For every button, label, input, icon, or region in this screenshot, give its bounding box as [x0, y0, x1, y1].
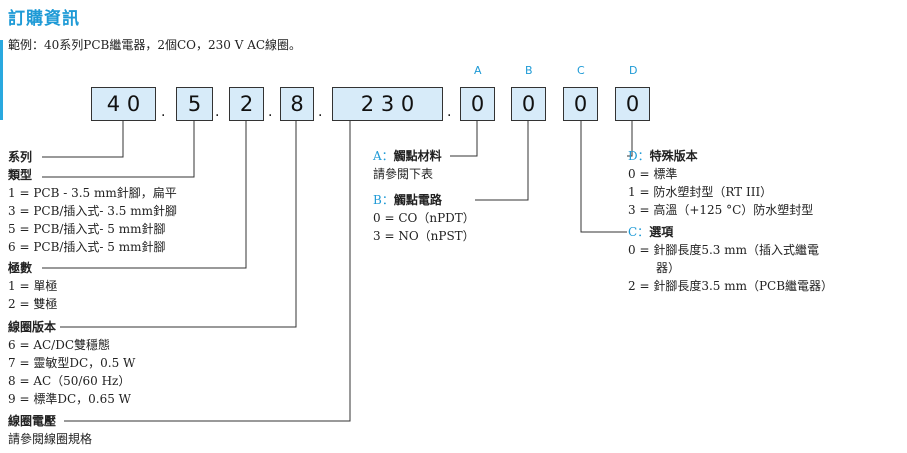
code-letter-d: D — [629, 64, 638, 77]
contact-circuit-item: 0 = CO（nPDT） — [373, 211, 475, 225]
code-box-coil-version: 8 — [280, 87, 314, 121]
coil-voltage-title: 線圈電壓 — [8, 414, 57, 428]
coil-version-item: 6 = AC/DC雙穩態 — [8, 338, 111, 352]
code-separator: . — [215, 104, 220, 120]
series-title: 系列 — [8, 150, 33, 164]
code-letter-b: B — [525, 64, 533, 77]
code-box-type: 5 — [176, 87, 213, 121]
code-letter-c: C — [577, 64, 585, 77]
type-item: 6 = PCB/插入式- 5 mm針腳 — [8, 240, 166, 254]
special-version-label: D：特殊版本 — [628, 149, 698, 163]
code-box-coil-voltage: 2 3 0 — [332, 87, 443, 121]
coil-version-title: 線圈版本 — [8, 320, 57, 334]
options-item: 2 = 針腳長度3.5 mm（PCB繼電器） — [628, 279, 834, 293]
type-item: 1 = PCB - 3.5 mm針腳，扁平 — [8, 186, 177, 200]
page-title: 訂購資訊 — [8, 9, 80, 29]
contact-material-label: A：觸點材料 — [373, 149, 442, 163]
contact-circuit-label: B：觸點電路 — [373, 193, 442, 207]
code-box-c: 0 — [563, 87, 598, 121]
poles-item: 1 = 單極 — [8, 279, 58, 293]
options-item: 0 = 針腳長度5.3 mm（插入式繼電 — [628, 243, 819, 257]
code-letter-a: A — [474, 64, 482, 77]
example-text: 範例：40系列PCB繼電器，2個CO，230 V AC線圈。 — [8, 38, 302, 52]
coil-version-item: 8 = AC（50/60 Hz） — [8, 374, 131, 388]
special-version-item: 1 = 防水塑封型（RT III） — [628, 185, 773, 199]
options-label: C：選項 — [628, 225, 674, 239]
contact-material-note: 請參閱下表 — [373, 167, 434, 181]
code-separator: . — [161, 104, 166, 120]
code-box-b: 0 — [511, 87, 546, 121]
special-version-item: 3 = 高溫（+125 °C）防水塑封型 — [628, 203, 814, 217]
code-separator: . — [318, 104, 323, 120]
code-separator: . — [268, 104, 273, 120]
options-item-continuation: 器） — [656, 261, 681, 275]
code-separator: . — [447, 104, 452, 120]
contact-circuit-item: 3 = NO（nPST） — [373, 229, 475, 243]
code-box-series: 4 0 — [91, 87, 156, 121]
special-version-item: 0 = 標準 — [628, 167, 678, 181]
code-box-d: 0 — [615, 87, 650, 121]
type-item: 3 = PCB/插入式- 3.5 mm針腳 — [8, 204, 177, 218]
type-item: 5 = PCB/插入式- 5 mm針腳 — [8, 222, 166, 236]
poles-item: 2 = 雙極 — [8, 297, 58, 311]
type-title: 類型 — [8, 168, 33, 182]
coil-version-item: 7 = 靈敏型DC，0.5 W — [8, 356, 136, 370]
coil-voltage-note: 請參閱線圈規格 — [8, 432, 93, 446]
code-box-poles: 2 — [229, 87, 264, 121]
accent-bar — [0, 40, 3, 120]
coil-version-item: 9 = 標準DC，0.65 W — [8, 392, 131, 406]
code-box-a: 0 — [460, 87, 495, 121]
poles-title: 極數 — [8, 261, 33, 275]
